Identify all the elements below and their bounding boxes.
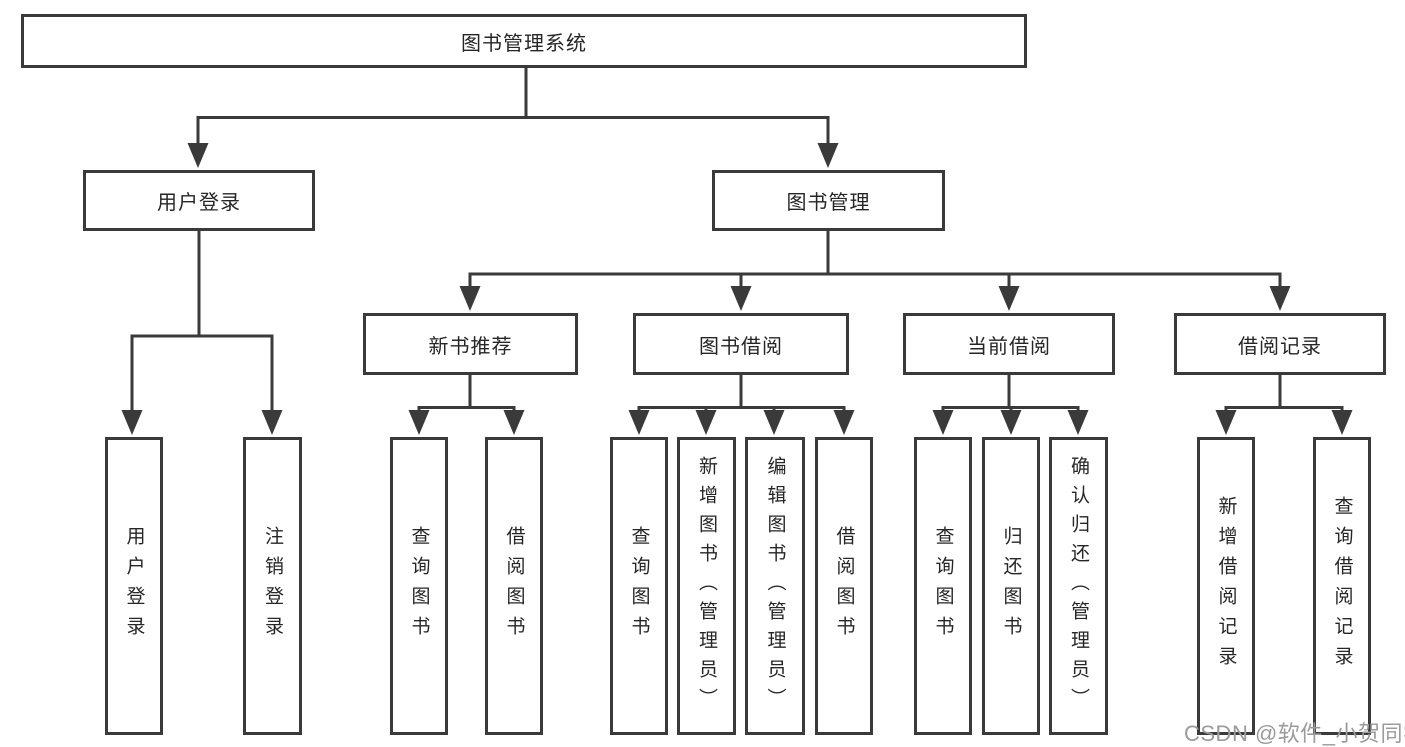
node-label: 确认归还（管理员） bbox=[1068, 455, 1089, 717]
node-label: 查询图书 bbox=[408, 526, 430, 646]
leaf-user-login: 用户登录 bbox=[105, 437, 163, 735]
leaf-add-borrow-record: 新增借阅记录 bbox=[1197, 437, 1255, 735]
node-label: 查询图书 bbox=[628, 526, 650, 646]
leaf-borrow-books-borrow: 借阅图书 bbox=[815, 437, 873, 735]
node-book-borrowing: 图书借阅 bbox=[633, 313, 849, 375]
leaf-query-borrow-record: 查询借阅记录 bbox=[1313, 437, 1371, 735]
node-label: 新增借阅记录 bbox=[1215, 496, 1237, 676]
node-label: 图书管理系统 bbox=[461, 32, 587, 55]
leaf-query-books-recommend: 查询图书 bbox=[390, 437, 448, 735]
leaf-return-books: 归还图书 bbox=[982, 437, 1040, 735]
node-label: 注销登录 bbox=[262, 526, 283, 646]
node-label: 当前借阅 bbox=[967, 335, 1051, 358]
node-current-borrowing: 当前借阅 bbox=[903, 313, 1115, 375]
node-label: 借阅图书 bbox=[833, 526, 855, 646]
node-label: 用户登录 bbox=[157, 192, 241, 214]
leaf-add-books-admin: 新增图书（管理员） bbox=[677, 437, 736, 735]
node-label: 借阅图书 bbox=[503, 526, 525, 646]
node-label: 归还图书 bbox=[1000, 526, 1022, 646]
csdn-watermark: CSDN @软件_小贺同学 bbox=[1184, 721, 1405, 746]
leaf-borrow-books-recommend: 借阅图书 bbox=[485, 437, 543, 735]
node-label: 借阅记录 bbox=[1238, 335, 1322, 358]
node-label: 新书推荐 bbox=[428, 335, 513, 358]
node-label: 图书管理 bbox=[786, 192, 871, 214]
node-label: 新增图书（管理员） bbox=[696, 455, 717, 717]
leaf-query-books-borrow: 查询图书 bbox=[610, 437, 668, 735]
node-user-login: 用户登录 bbox=[83, 170, 315, 231]
node-borrowing-records: 借阅记录 bbox=[1174, 313, 1386, 375]
node-root: 图书管理系统 bbox=[21, 14, 1027, 68]
node-book-management: 图书管理 bbox=[712, 170, 945, 231]
leaf-edit-books-admin: 编辑图书（管理员） bbox=[745, 437, 805, 735]
leaf-confirm-return-admin: 确认归还（管理员） bbox=[1049, 437, 1108, 735]
node-label: 查询图书 bbox=[932, 526, 954, 646]
node-label: 编辑图书（管理员） bbox=[764, 455, 786, 717]
arrowheads bbox=[121, 143, 1353, 435]
leaf-logout-login: 注销登录 bbox=[243, 437, 302, 735]
node-label: 查询借阅记录 bbox=[1331, 496, 1353, 676]
node-label: 图书借阅 bbox=[699, 335, 783, 358]
node-label: 用户登录 bbox=[123, 526, 145, 646]
node-new-book-recommendation: 新书推荐 bbox=[363, 313, 578, 375]
leaf-query-books-current: 查询图书 bbox=[914, 437, 972, 735]
